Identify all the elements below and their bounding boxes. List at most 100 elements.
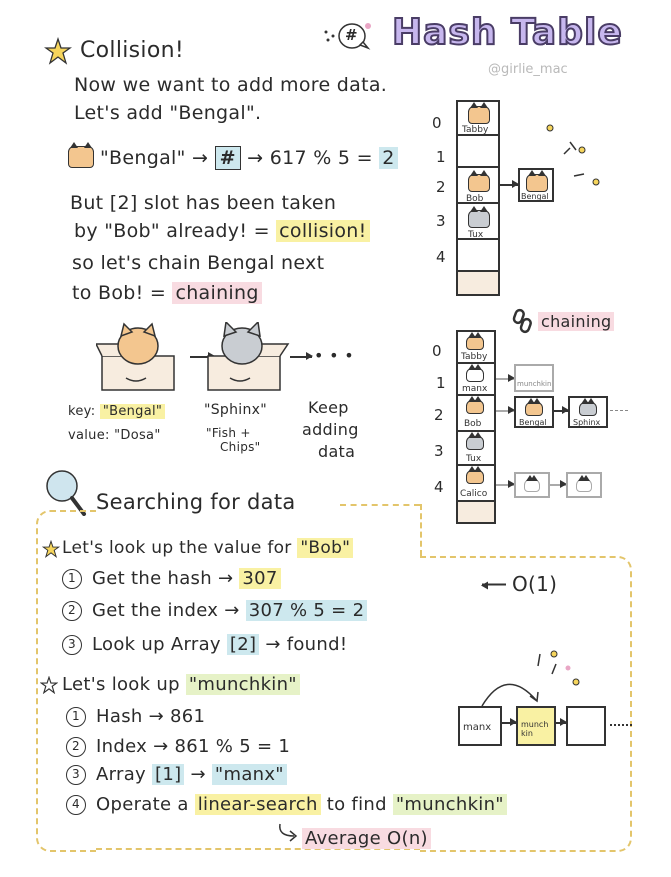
bob-index-calc: 307 % 5 = 2: [245, 600, 368, 621]
chain-slot-4-label: Calico: [460, 489, 488, 499]
value-label-1: value: "Dosa": [68, 428, 161, 443]
manx-list-node: manx: [458, 706, 502, 746]
top-slot-2-label: Bob: [466, 194, 484, 204]
curve-arrow-icon: [476, 670, 546, 714]
linear-search-term: linear-search: [194, 794, 321, 815]
bob-step-3-text: Look up Array: [92, 634, 221, 655]
tux-cat-icon: [468, 206, 490, 228]
list-continue-dots: [610, 724, 632, 726]
hash-function-icon: #: [214, 146, 241, 170]
chain-slot-0: Tabby: [456, 330, 496, 364]
bob-step-2-text: Get the index →: [92, 600, 240, 621]
munchkin-step-2-num: 2: [66, 737, 86, 757]
average-complexity: Average O(n): [302, 828, 431, 849]
chain-arrow-2a: [496, 407, 515, 413]
bengal-box-illustration: [94, 322, 186, 398]
keep-adding-1: Keep: [308, 398, 349, 417]
chain-sphinx-icon: [579, 398, 597, 416]
chaining-heading: chaining: [538, 312, 615, 331]
collision-heading: Collision!: [80, 38, 184, 63]
bob-array-index: [2]: [226, 634, 260, 655]
search-frame-step: [420, 504, 422, 556]
empty-cat-icon-b: [576, 475, 592, 492]
bob-step-2-num: 2: [62, 601, 82, 621]
bob-hash-value: 307: [239, 568, 281, 589]
munchkin-step-4: 4 Operate a linear-search to find "munch…: [66, 794, 507, 815]
value-dosa: "Dosa": [114, 428, 161, 443]
chain-arrow-2b: [554, 407, 569, 413]
top-bengal-label: Bengal: [521, 192, 549, 201]
chain-bengal-icon: [525, 398, 543, 416]
bob-step-1-text: Get the hash →: [92, 568, 234, 589]
chain-slot-2: Bob: [456, 394, 496, 432]
bob-lookup-intro: Let's look up the value for "Bob": [62, 538, 354, 558]
hash-function-symbol: #: [219, 147, 236, 169]
munchkin-step-1: 1 Hash → 861: [66, 706, 205, 727]
munchkin-step-1-num: 1: [66, 707, 86, 727]
search-frame-left: [36, 510, 98, 852]
hash-key: "Bengal": [100, 147, 186, 169]
chaining-heading-text: chaining: [538, 312, 615, 331]
munchkin-step-3-num: 3: [66, 765, 86, 785]
sparkle-icon-2: [532, 650, 592, 694]
top-index-4: 4: [436, 248, 446, 266]
collision-line4-text: by "Bob" already! =: [74, 220, 270, 242]
value-label: value:: [68, 428, 110, 443]
chain-index-0: 0: [432, 342, 442, 360]
chain-arrow-4b: [550, 481, 567, 487]
munchkin-step-3-array: Array: [96, 764, 147, 785]
key-sphinx: "Sphinx": [204, 402, 267, 418]
munchkin-key: "munchkin": [185, 674, 300, 695]
empty-node-4a: [514, 472, 550, 498]
key-value-bengal: "Bengal": [99, 404, 166, 419]
collision-word: collision!: [276, 220, 370, 242]
hash-result: 2: [379, 147, 398, 169]
collision-line1: Now we want to add more data.: [74, 74, 388, 96]
value-chips: Chips": [220, 440, 261, 454]
empty-cat-icon-a: [524, 475, 540, 492]
list-arrow-1: [502, 719, 517, 725]
empty-list-node: [566, 706, 606, 746]
manx-list-label: manx: [463, 722, 492, 733]
search-frame-top: [340, 504, 420, 506]
bob-lookup-intro-text: Let's look up the value for: [62, 538, 292, 558]
sphinx-box-illustration: [202, 320, 292, 398]
chain-tabby-icon: [466, 332, 484, 350]
munchkin-list-label: munch kin: [521, 720, 549, 738]
search-frame-bottom: [96, 848, 420, 850]
munchkin-array-index: [1]: [152, 764, 185, 785]
key-label-1: key: "Bengal": [68, 404, 166, 419]
munchkin-node: munchkin: [514, 364, 554, 392]
top-slot-box-bottom: [456, 270, 500, 296]
chain-slot-0-label: Tabby: [461, 352, 488, 362]
chain-slot-4: Calico: [456, 464, 496, 502]
hash-line: "Bengal" → # → 617 % 5 = 2: [100, 146, 398, 170]
collision-line3: But [2] slot has been taken: [70, 192, 337, 214]
top-slot-3: Tux: [456, 202, 500, 240]
chain-index-2: 2: [434, 406, 444, 424]
chain-manx-icon: [466, 364, 484, 382]
bob-complexity: O(1): [512, 572, 558, 596]
munchkin-step-1-text: Hash → 861: [96, 706, 206, 727]
hash-symbol: #: [345, 26, 358, 44]
bob-step-3-num: 3: [62, 635, 82, 655]
munchkin-step-2: 2 Index → 861 % 5 = 1: [66, 736, 290, 757]
collision-line6-text: to Bob! =: [72, 282, 167, 304]
chain-arrow-1: [496, 375, 515, 381]
collision-line6: to Bob! = chaining: [72, 282, 262, 304]
top-slot-0-label: Tabby: [462, 125, 489, 135]
bengal-node-label: Bengal: [519, 418, 547, 427]
chain-arrow-4a: [496, 481, 515, 487]
munchkin-lookup-intro: Let's look up "munchkin": [62, 674, 300, 695]
sparkle-icon: [540, 120, 610, 194]
empty-node-4b: [566, 472, 602, 498]
chain-index-1: 1: [436, 374, 446, 392]
chain-slot-3: Tux: [456, 430, 496, 466]
bob-cat-icon: [468, 170, 490, 192]
complexity-arrow: [482, 584, 506, 586]
chain-index-3: 3: [434, 442, 444, 460]
chain-calico-icon: [466, 466, 484, 484]
box-arrow-2: [290, 353, 313, 359]
value-fish: "Fish +: [206, 426, 251, 440]
tabby-cat-icon: [468, 102, 490, 124]
